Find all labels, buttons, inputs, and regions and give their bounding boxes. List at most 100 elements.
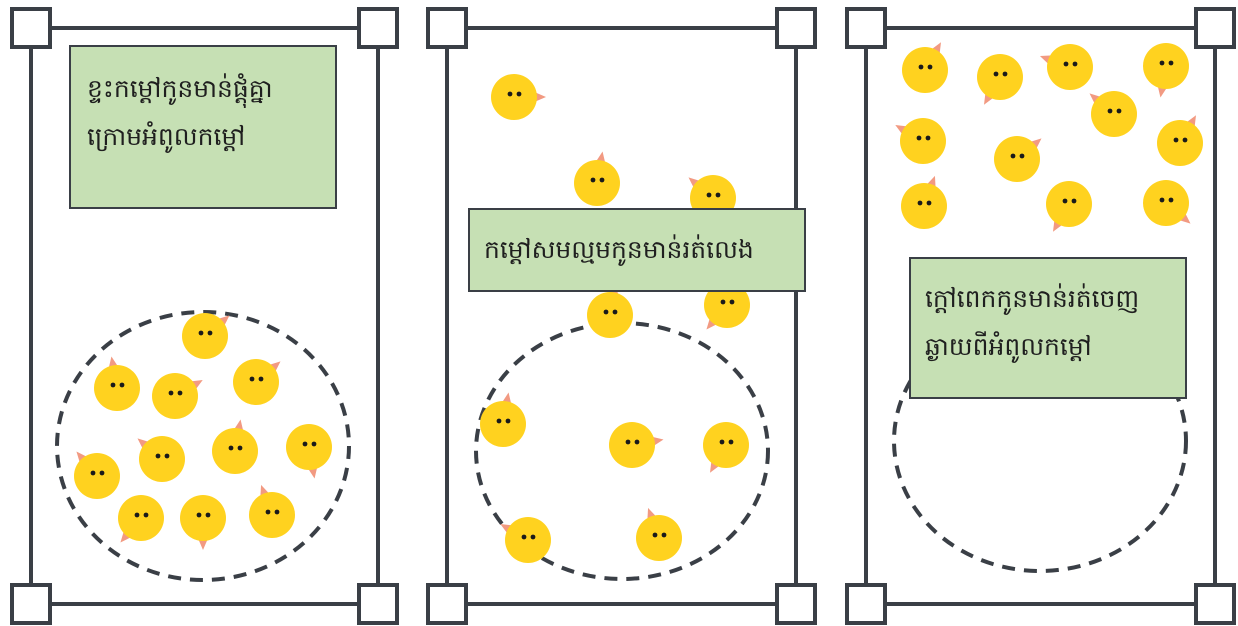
chick-body <box>901 183 947 229</box>
panel-3-label: ក្តៅពេកកូនមាន់រត់ចេញ ឆ្ងាយពីអំពូលកម្តៅ <box>909 257 1187 399</box>
chick-body <box>249 492 295 538</box>
chick-eye <box>591 178 596 183</box>
chick-eye <box>206 513 211 518</box>
chick-eye <box>1073 62 1078 67</box>
chick-body <box>212 428 258 474</box>
chick-body <box>505 517 551 563</box>
chick-eye <box>707 193 712 198</box>
chick-body <box>491 74 537 120</box>
chick-eye <box>111 383 116 388</box>
chick-body <box>574 160 620 206</box>
chick-eye <box>208 331 213 336</box>
chick-eye <box>1169 198 1174 203</box>
chick-body <box>480 401 526 447</box>
chick-eye <box>1174 138 1179 143</box>
chick-eye <box>716 193 721 198</box>
chick-body <box>636 515 682 561</box>
chick-eye <box>238 446 243 451</box>
chick-eye <box>653 533 658 538</box>
chick-eye <box>120 383 125 388</box>
chick-eye <box>100 471 105 476</box>
chick-eye <box>604 310 609 315</box>
chick-body <box>902 47 948 93</box>
chick-eye <box>91 471 96 476</box>
frame-corner-handle <box>847 9 885 47</box>
panel-3-label-line-2: ឆ្ងាយពីអំពូលកម្តៅ <box>925 323 1185 371</box>
chick-eye <box>926 136 931 141</box>
chick-eye <box>199 331 204 336</box>
chick-eye <box>506 419 511 424</box>
chick-eye <box>1003 72 1008 77</box>
chick-eye <box>626 440 631 445</box>
chick-eye <box>259 377 264 382</box>
chick-body <box>139 436 185 482</box>
chick-eye <box>1169 61 1174 66</box>
chick-body <box>1047 44 1093 90</box>
chick-body <box>703 422 749 468</box>
chick-eye <box>994 72 999 77</box>
chick-eye <box>312 442 317 447</box>
chick-eye <box>517 92 522 97</box>
chick-body <box>994 136 1040 182</box>
chick-body <box>94 365 140 411</box>
frame-corner-handle <box>1196 585 1234 623</box>
chick-body <box>587 292 633 338</box>
frame-corner-handle <box>777 9 815 47</box>
frame-corner-handle <box>428 9 466 47</box>
chick-eye <box>178 391 183 396</box>
chick-eye <box>917 136 922 141</box>
chick-eye <box>1160 61 1165 66</box>
panel-1-label-line-1: ខ្ទះកម្តៅកូនមាន់ផ្តុំគ្នា <box>87 65 335 113</box>
chick-body <box>977 54 1023 100</box>
chick-eye <box>927 201 932 206</box>
chick-eye <box>613 310 618 315</box>
frame-corner-handle <box>1196 9 1234 47</box>
chick-eye <box>918 201 923 206</box>
chick-eye <box>730 300 735 305</box>
chick-eye <box>1108 109 1113 114</box>
chick-eye <box>1011 154 1016 159</box>
panel-2-label-line-1: កម្តៅសមល្មមកូនមាន់រត់លេង <box>484 226 804 274</box>
chick-body <box>1091 91 1137 137</box>
chick-body <box>1157 120 1203 166</box>
chick-eye <box>1072 199 1077 204</box>
panel-1-label-line-2: ក្រោមអំពូលកម្តៅ <box>87 113 335 161</box>
chick-eye <box>135 513 140 518</box>
chick-eye <box>531 535 536 540</box>
chick-body <box>180 495 226 541</box>
panel-3-label-line-1: ក្តៅពេកកូនមាន់រត់ចេញ <box>925 275 1185 323</box>
chick-eye <box>197 513 202 518</box>
chick-body <box>152 373 198 419</box>
chick-eye <box>1020 154 1025 159</box>
panel-2-label: កម្តៅសមល្មមកូនមាន់រត់លេង <box>468 208 806 292</box>
chick-eye <box>508 92 513 97</box>
chick-eye <box>1160 198 1165 203</box>
chick-eye <box>497 419 502 424</box>
frame-corner-handle <box>847 585 885 623</box>
chick-eye <box>156 454 161 459</box>
chick-eye <box>1064 62 1069 67</box>
chick-eye <box>144 513 149 518</box>
chick-eye <box>1063 199 1068 204</box>
chick-eye <box>600 178 605 183</box>
chick-body <box>900 118 946 164</box>
chick-body <box>286 424 332 470</box>
chick-eye <box>275 510 280 515</box>
chick-eye <box>1117 109 1122 114</box>
chick-eye <box>303 442 308 447</box>
frame-corner-handle <box>777 585 815 623</box>
chick-eye <box>266 510 271 515</box>
chick-body <box>1046 181 1092 227</box>
chick-eye <box>919 65 924 70</box>
chick-body <box>182 313 228 359</box>
chick-body <box>1143 180 1189 226</box>
chick-eye <box>662 533 667 538</box>
frame-corner-handle <box>428 585 466 623</box>
chick-eye <box>169 391 174 396</box>
chick-body <box>74 453 120 499</box>
chick-eye <box>1183 138 1188 143</box>
chick-body <box>1143 43 1189 89</box>
frame-corner-handle <box>359 585 397 623</box>
chick-eye <box>729 440 734 445</box>
chick-body <box>118 495 164 541</box>
